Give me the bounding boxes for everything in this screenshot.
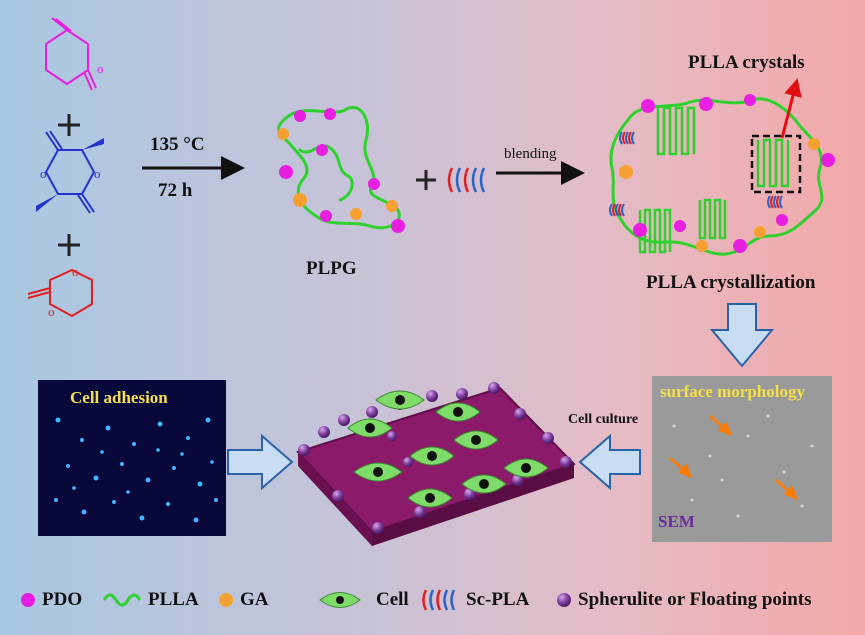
legend-spherulite-icon	[557, 593, 571, 607]
sem-panel	[652, 376, 832, 542]
lactide-methyl-wedge-2	[36, 194, 58, 212]
plpg-label: PLPG	[306, 258, 357, 279]
lactide-oxygen-label-1: o	[40, 166, 47, 181]
cell-adhesion-label: Cell adhesion	[70, 388, 168, 407]
cell-platform	[296, 382, 576, 546]
ga-oxygen-label-1: o	[72, 264, 79, 279]
cell-culture-label: Cell culture	[568, 412, 639, 427]
reaction-time: 72 h	[158, 180, 193, 201]
reaction-temperature: 135 °C	[150, 134, 205, 155]
sem-image	[669, 414, 814, 518]
pdo-oxygen-label: o	[97, 61, 104, 76]
legend-sc-pla-label: Sc-PLA	[466, 589, 530, 610]
down-arrow	[709, 303, 775, 368]
plla-crystal-box	[750, 134, 802, 194]
cell-adhesion-image	[54, 417, 218, 523]
legend-spherulite-label: Spherulite or Floating points	[578, 589, 812, 610]
legend-plla-label: PLLA	[148, 589, 199, 610]
monomer-lactide-structure	[44, 130, 96, 214]
surface-morphology-label: surface morphology	[660, 382, 805, 401]
legend-ga-label: GA	[240, 589, 269, 610]
adhesion-arrow	[227, 433, 294, 491]
cell-culture-arrow	[578, 433, 641, 491]
legend-pdo-icon	[21, 593, 35, 607]
legend-pdo-label: PDO	[42, 589, 83, 610]
legend-cell-label: Cell	[376, 589, 409, 610]
plpg-chain-structure	[277, 106, 405, 233]
plus-sign-3	[416, 170, 436, 190]
plla-crystallization-network	[609, 94, 835, 256]
plus-sign-2	[58, 234, 80, 256]
cells-on-platform	[347, 390, 549, 508]
monomer-ga-structure	[27, 268, 93, 318]
plla-crystals-label: PLLA crystals	[688, 52, 805, 73]
plla-crystals-pointer-arrow	[780, 78, 802, 139]
legend-ga-icon	[219, 593, 233, 607]
sem-label: SEM	[658, 512, 695, 531]
plla-crystallization-label: PLLA crystallization	[646, 272, 816, 293]
sc-pla-symbol	[447, 167, 486, 193]
lactide-methyl-wedge-1	[82, 138, 104, 150]
blending-label: blending	[504, 146, 557, 162]
legend-icons	[21, 589, 571, 611]
plus-sign-1	[58, 114, 80, 136]
monomer-pdo-structure	[45, 17, 97, 91]
ga-oxygen-label-2: o	[48, 304, 55, 319]
cell-adhesion-panel	[38, 380, 226, 536]
legend-sc-pla-icon	[422, 589, 456, 611]
lactide-oxygen-label-2: o	[94, 166, 101, 181]
legend-plla-icon	[102, 593, 142, 607]
